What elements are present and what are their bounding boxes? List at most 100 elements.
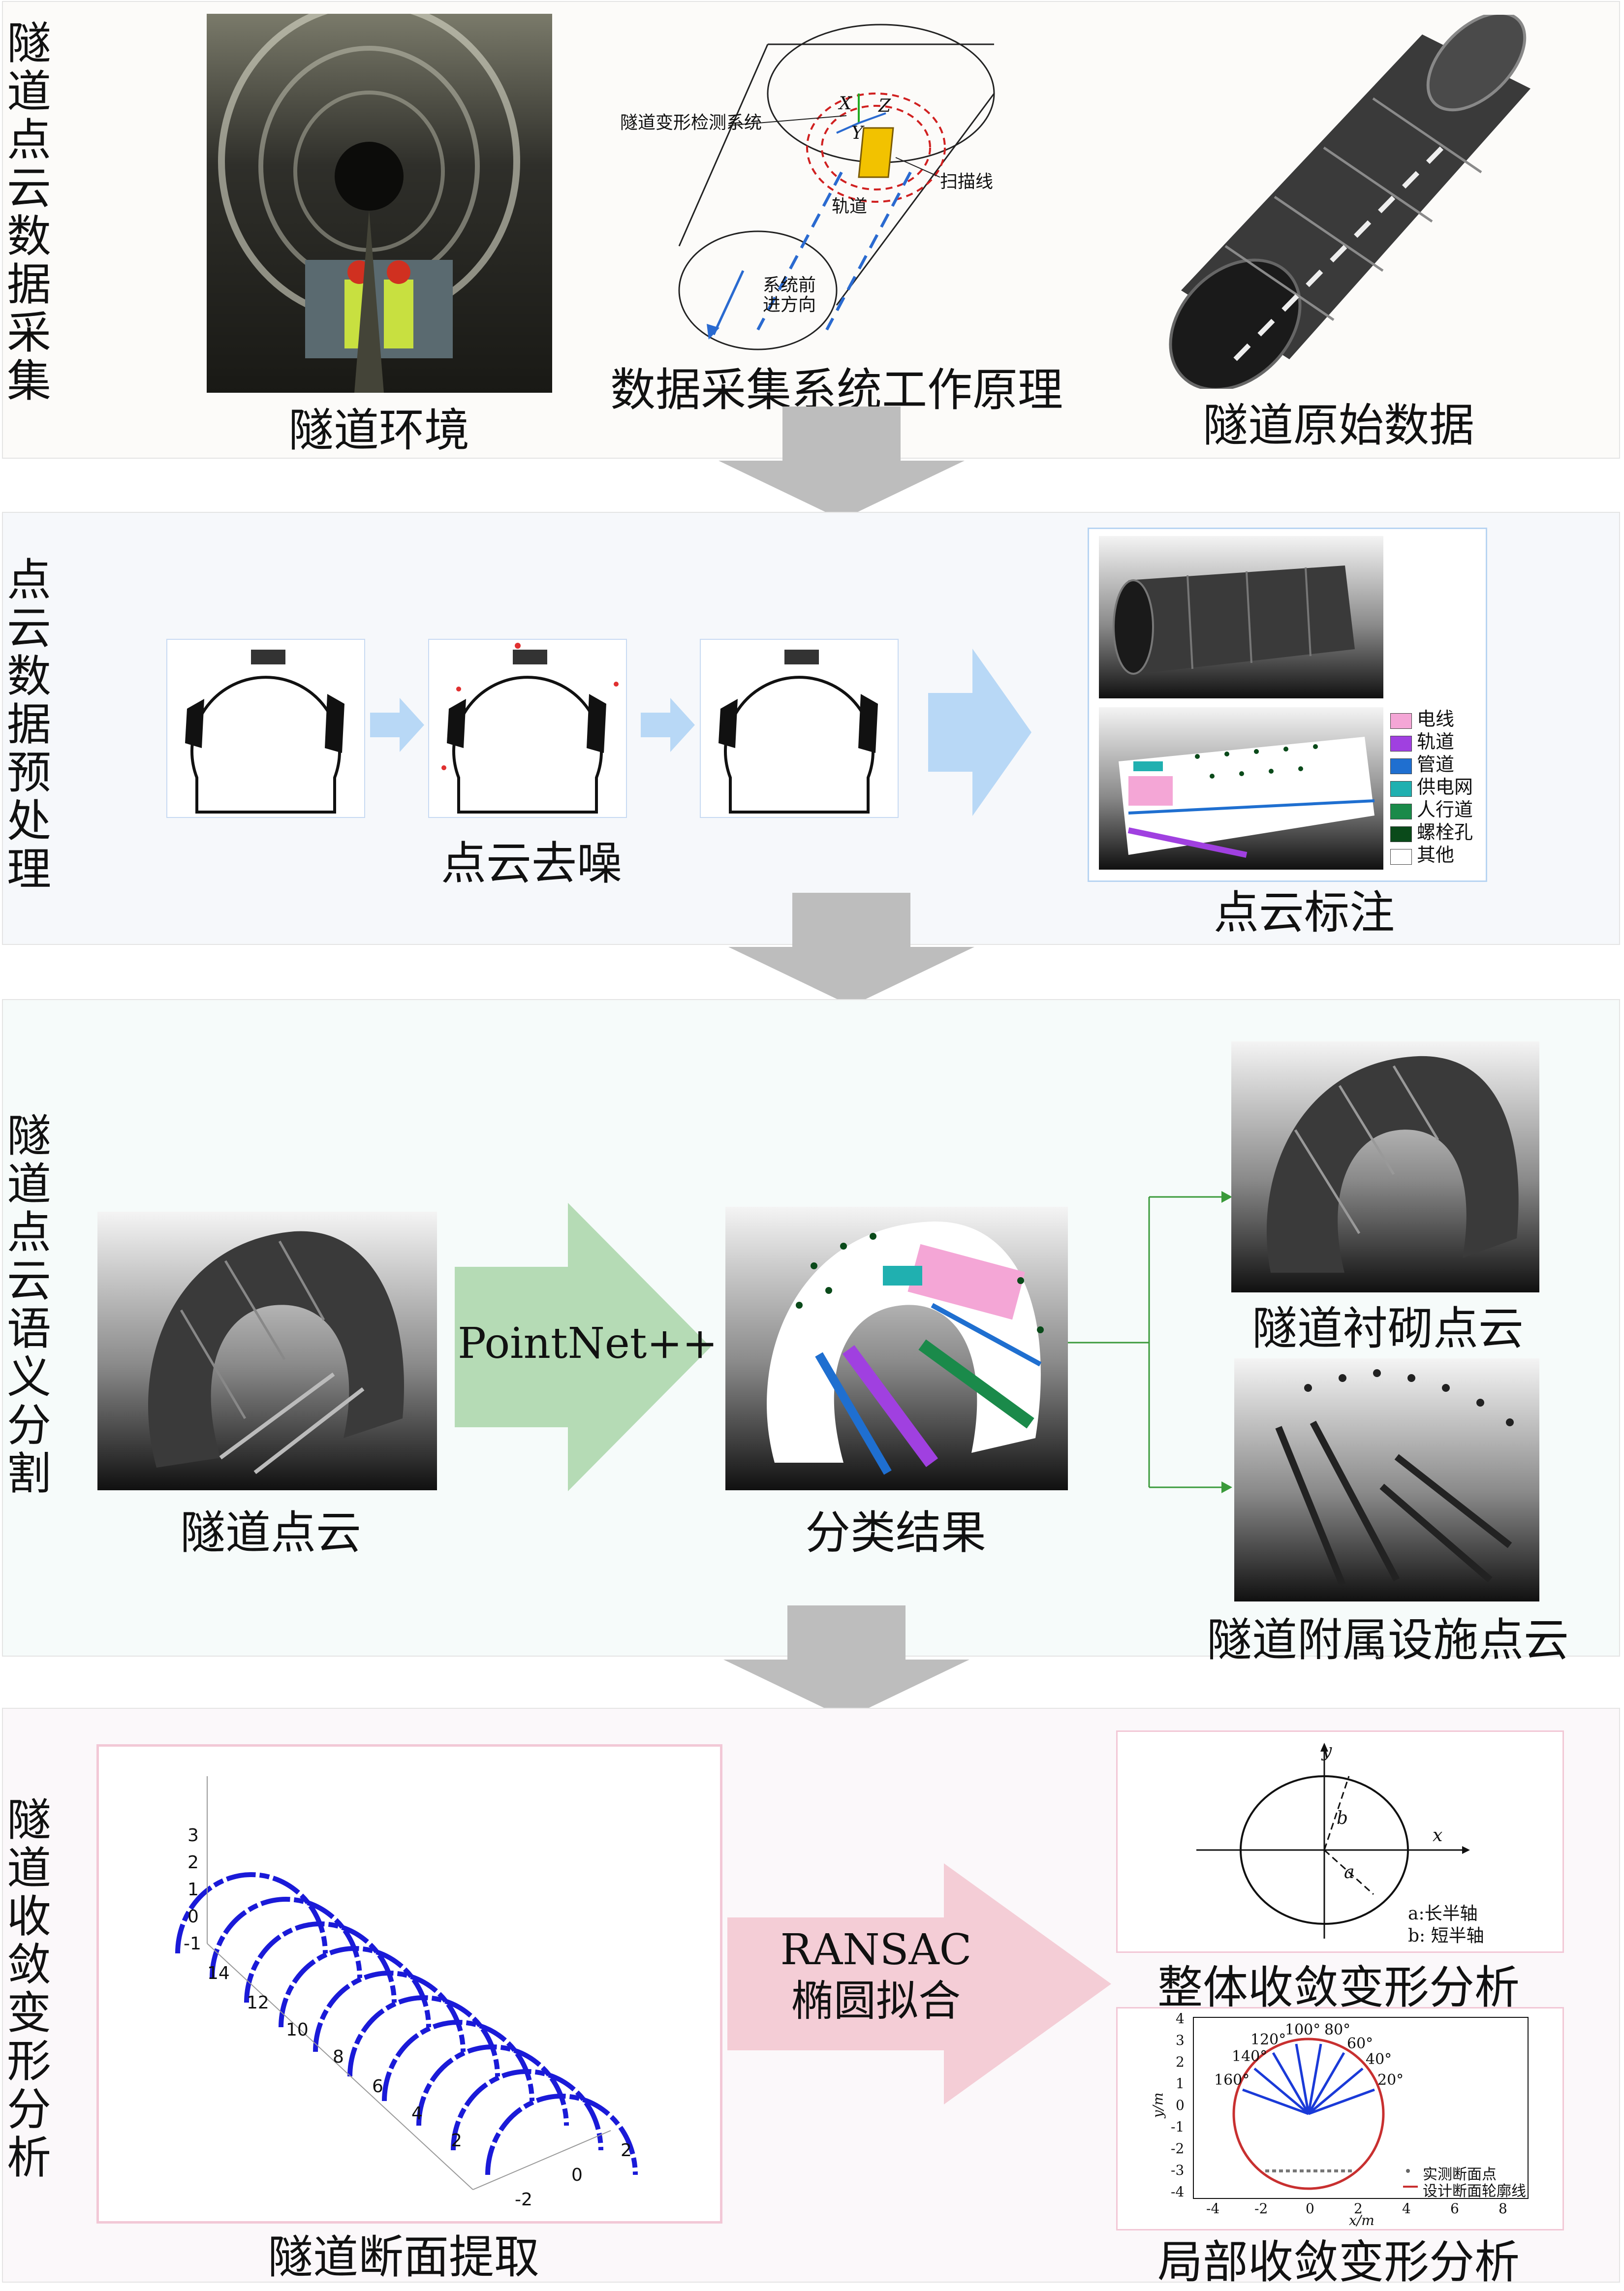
z-tick: 3	[187, 1825, 199, 1846]
caption-classification: 分类结果	[805, 1506, 986, 1559]
caption-annotation: 点云标注	[1213, 886, 1395, 939]
legend-item: 人行道	[1390, 800, 1473, 819]
method-pointnet-label: PointNet++	[458, 1319, 718, 1368]
label-scan-line: 扫描线	[940, 172, 994, 192]
ellipse-desc-b: b: 短半轴	[1408, 1926, 1484, 1946]
legend-label: 管道	[1417, 753, 1455, 775]
tunnel-cloud-image	[97, 1212, 437, 1490]
ellipse-label-x: x	[1433, 1825, 1443, 1846]
x-tick: 0	[571, 2165, 583, 2185]
y-tick: -2	[1171, 2140, 1185, 2157]
denoise-frame-3	[700, 639, 899, 818]
ellipse-schematic: y x b a a:长半轴 b: 短半轴	[1116, 1730, 1564, 1953]
label-detection-system: 隧道变形检测系统	[620, 113, 762, 133]
z-tick: 1	[187, 1880, 199, 1900]
label-axis-z: Z	[878, 96, 891, 116]
classification-result-image	[725, 1207, 1068, 1490]
legend-item: 管道	[1390, 754, 1454, 774]
plot-legend-measured: 实测断面点	[1423, 2166, 1497, 2183]
angle-label-80: 80°	[1324, 2021, 1351, 2039]
legend-label: 供电网	[1417, 776, 1473, 798]
z-tick: 0	[187, 1907, 199, 1927]
legend-item: 轨道	[1390, 732, 1454, 752]
label-direction: 系统前进方向	[763, 275, 816, 315]
tunnel-environment-photo	[207, 0, 552, 393]
angle-label-140: 140°	[1232, 2048, 1268, 2065]
y-tick: 4	[1176, 2010, 1185, 2027]
plot-legend-design: 设计断面轮廓线	[1423, 2183, 1526, 2200]
angle-label-160: 160°	[1214, 2071, 1250, 2089]
x-tick: 6	[1450, 2200, 1459, 2217]
facility-cloud-image	[1234, 1358, 1539, 1601]
label-track: 轨道	[832, 196, 868, 217]
pointnet-arrow	[455, 1203, 711, 1491]
angle-label-40: 40°	[1366, 2051, 1392, 2068]
label-axis-x: X	[839, 94, 852, 114]
ellipse-label-a: a	[1344, 1862, 1355, 1883]
x-tick: 8	[1499, 2200, 1507, 2217]
ellipse-desc-a: a:长半轴	[1408, 1904, 1478, 1924]
caption-section-extraction: 隧道断面提取	[267, 2231, 539, 2284]
method-ransac-label: RANSAC 椭圆拟合	[738, 1924, 1014, 2027]
legend-item: 供电网	[1390, 777, 1473, 797]
flow-arrow-2	[728, 893, 974, 1006]
lining-cloud-image	[1231, 1041, 1539, 1292]
unlabeled-cloud-image	[1099, 536, 1383, 698]
labeled-cloud-image	[1099, 707, 1383, 870]
angle-label-60: 60°	[1347, 2035, 1374, 2052]
section-extraction-plot: 3 2 1 0 -1 14 12 10 8 6 4 2 -2 0 2	[96, 1744, 722, 2224]
angle-label-100: 100°	[1285, 2021, 1321, 2039]
angle-label-20: 20°	[1377, 2071, 1404, 2089]
caption-lining-cloud: 隧道衬砌点云	[1251, 1302, 1524, 1355]
z-tick: -1	[184, 1934, 201, 1954]
caption-denoise: 点云去噪	[440, 837, 622, 890]
y-tick: -1	[1171, 2119, 1185, 2135]
section-rings-svg	[175, 1776, 638, 2190]
acquisition-principle-diagram: 隧道变形检测系统 X Y Z 扫描线 轨道 系统前进方向	[610, 15, 1043, 354]
depth-tick: 4	[411, 2103, 423, 2124]
x-axis-label: x/m	[1349, 2212, 1374, 2228]
x-tick: 4	[1402, 2200, 1411, 2217]
split-connector	[1068, 1191, 1232, 1493]
depth-tick: 6	[372, 2076, 383, 2097]
x-tick: -2	[1254, 2200, 1268, 2217]
annotation-arrow	[928, 649, 1031, 816]
denoise-arrow-1	[370, 698, 424, 752]
y-axis-label: y/m	[1150, 2092, 1166, 2118]
annotation-legend: 电线 轨道 管道 供电网 人行道 螺栓孔 其他	[1390, 709, 1479, 872]
x-tick: 2	[621, 2140, 632, 2161]
local-section-plot: 20° 40° 60° 80° 100° 120° 140° 160° 4 3 …	[1116, 2007, 1564, 2230]
legend-item: 螺栓孔	[1390, 822, 1473, 842]
denoise-arrow-2	[641, 698, 695, 752]
caption-global-convergence: 整体收敛变形分析	[1157, 1961, 1520, 2014]
depth-tick: 14	[207, 1963, 230, 1983]
legend-label: 人行道	[1417, 799, 1473, 820]
depth-tick: 12	[247, 1993, 269, 2013]
caption-local-convergence: 局部收敛变形分析	[1157, 2236, 1520, 2289]
stage-title-acquisition: 隧道点云数据采集	[7, 18, 51, 407]
label-axis-y: Y	[851, 123, 863, 143]
legend-label: 轨道	[1417, 731, 1455, 753]
raw-tunnel-data-image	[1147, 11, 1550, 391]
caption-raw-data: 隧道原始数据	[1202, 399, 1474, 452]
y-tick: -4	[1171, 2184, 1185, 2200]
flow-arrow-3	[723, 1605, 969, 1719]
x-tick: 2	[1354, 2200, 1363, 2217]
caption-tunnel-cloud: 隧道点云	[180, 1506, 361, 1559]
legend-label: 螺栓孔	[1417, 821, 1473, 843]
y-tick: 1	[1176, 2075, 1185, 2092]
x-tick: 0	[1306, 2200, 1314, 2217]
y-tick: 3	[1176, 2032, 1185, 2048]
depth-tick: 2	[451, 2131, 462, 2151]
y-tick: -3	[1171, 2162, 1185, 2178]
denoise-frame-1	[166, 639, 365, 818]
z-tick: 2	[187, 1852, 199, 1873]
ellipse-label-y: y	[1322, 1741, 1332, 1761]
legend-item: 其他	[1390, 845, 1454, 865]
caption-facility-cloud: 隧道附属设施点云	[1206, 1614, 1569, 1666]
depth-tick: 8	[333, 2047, 344, 2067]
denoise-frame-2	[428, 639, 627, 818]
ellipse-label-b: b	[1337, 1808, 1348, 1828]
legend-item: 电线	[1390, 709, 1454, 729]
depth-tick: 10	[286, 2020, 309, 2040]
